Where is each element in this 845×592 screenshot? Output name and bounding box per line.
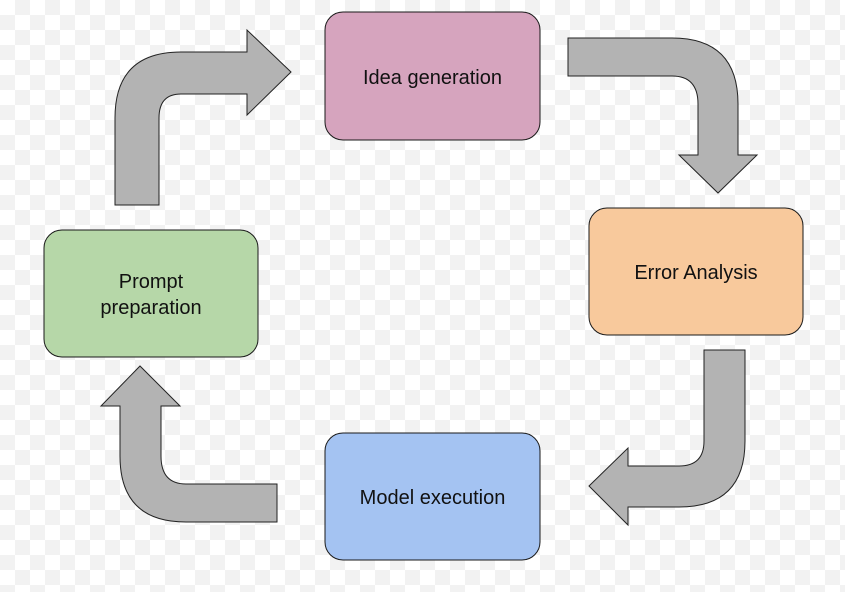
node-error-analysis: Error Analysis <box>588 207 804 336</box>
node-error-box <box>588 207 804 336</box>
arrow-model-to-prompt <box>99 365 278 523</box>
node-idea-label: Idea generation <box>363 67 502 89</box>
node-prompt-label-line: Prompt <box>119 271 184 293</box>
arrow-error-to-model <box>588 349 746 527</box>
node-error-label: Error Analysis <box>634 262 757 284</box>
node-idea-box <box>324 11 541 141</box>
arrow-prompt-to-idea <box>114 28 292 206</box>
node-model-label: Model execution <box>360 487 506 509</box>
node-model-execution: Model execution <box>324 432 541 561</box>
node-prompt-label-line: preparation <box>100 297 201 319</box>
node-prompt-label: Prompt preparation <box>100 271 201 319</box>
node-prompt-box <box>43 229 259 358</box>
arrow-idea-to-error <box>567 37 759 194</box>
node-prompt-preparation: Prompt preparation <box>43 229 259 358</box>
node-idea-generation: Idea generation <box>324 11 541 141</box>
node-model-box <box>324 432 541 561</box>
